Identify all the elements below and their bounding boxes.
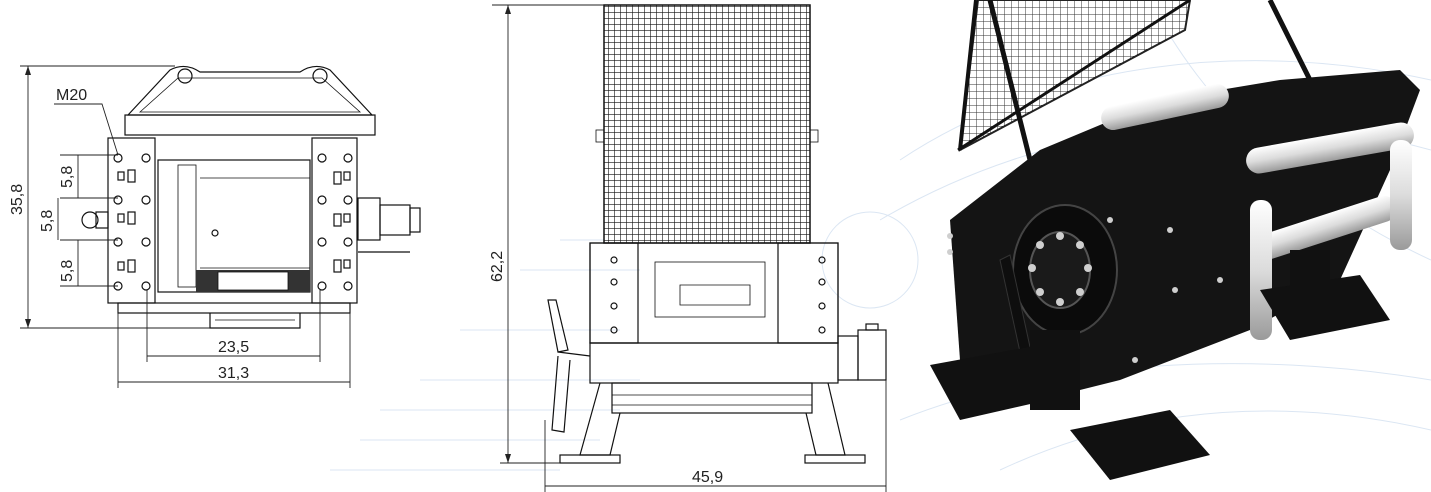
- dim-side-width: 45,9: [692, 469, 723, 486]
- left-fitting: [81, 211, 109, 229]
- side-plate-left: [107, 137, 156, 304]
- winch-3d-render: [920, 0, 1431, 492]
- front-view-drawing: M20 35,8 5,8 5,8 5,8 23,5 31,3: [0, 0, 440, 492]
- upper-housing: [589, 242, 839, 344]
- render-svg: [930, 0, 1420, 480]
- side-motor: [837, 323, 887, 381]
- lifting-eye-right: [312, 68, 328, 84]
- cable-wraps: [196, 270, 310, 292]
- bolt-holes-right: [317, 153, 353, 291]
- side-drum: [611, 382, 813, 414]
- lifting-frame: [126, 65, 374, 116]
- dim-spacing-bottom: 5,8: [59, 260, 76, 282]
- dim-side-height: 62,2: [489, 251, 506, 282]
- fairlead-rollers: [1101, 83, 1414, 340]
- front-view-svg: M20 35,8 5,8 5,8 5,8 23,5 31,3: [9, 65, 421, 388]
- brake-lever: [547, 299, 591, 433]
- base-plate: [117, 302, 351, 314]
- dim-spacing-top: 5,8: [59, 166, 76, 188]
- flange-bolts: [947, 137, 1343, 363]
- mesh-guard: [603, 4, 811, 244]
- lifting-eye-left: [177, 68, 193, 84]
- side-view-svg: 62,2 45,9: [489, 4, 887, 492]
- dim-spacing-mid: 5,8: [39, 210, 56, 232]
- support-legs: [559, 382, 866, 464]
- dim-height: 35,8: [9, 184, 26, 215]
- dim-inner-width: 23,5: [218, 339, 249, 356]
- hydraulic-motor: [357, 197, 421, 253]
- render-base-feet: [930, 250, 1390, 480]
- bolt-holes-left: [113, 153, 151, 291]
- side-view-drawing: 62,2 45,9: [440, 0, 920, 492]
- callout-m20: M20: [56, 87, 87, 104]
- dim-overall-width: 31,3: [218, 365, 249, 382]
